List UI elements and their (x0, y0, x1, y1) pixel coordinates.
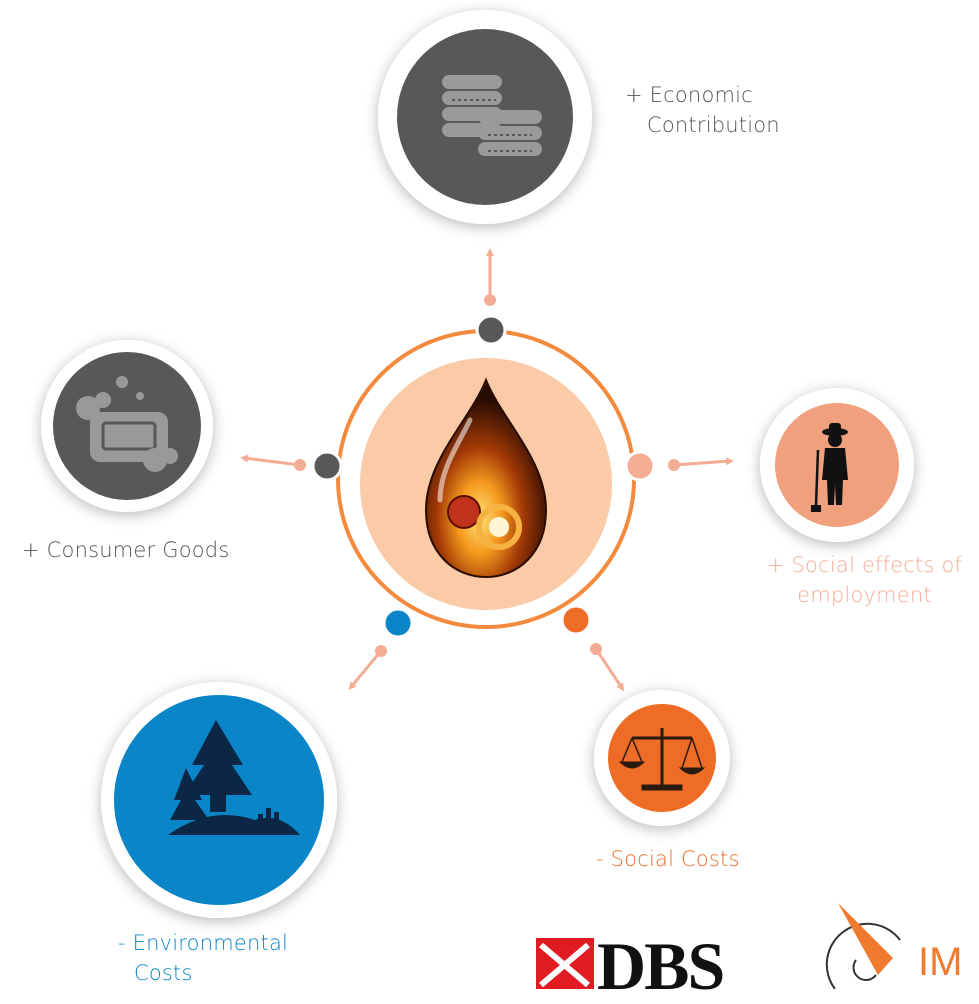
consumer-label: + Consumer Goods (22, 538, 230, 562)
economic-label: + Economic Contribution (625, 80, 780, 140)
employment-label-line2: employment (797, 583, 932, 607)
ring-dot-economic (475, 314, 507, 346)
farmer-icon (811, 423, 848, 512)
ring-dot-employment (624, 450, 656, 482)
ring-dot-consumer (311, 450, 343, 482)
impact-logo (825, 903, 901, 989)
social-costs-label: - Social Costs (596, 847, 740, 871)
environmental-node (101, 682, 337, 918)
palm-oil-drop-icon (424, 377, 548, 579)
employment-node (760, 388, 914, 542)
dbs-logo (536, 938, 594, 989)
employment-label-line1: + Social effects of (766, 553, 963, 577)
environmental-label: - Environmental Costs (118, 928, 288, 988)
forest-icon (168, 720, 300, 835)
economic-node (378, 10, 592, 224)
ring-dot-environment (382, 607, 414, 639)
impact-logo-text: IM (918, 940, 963, 984)
dbs-logo-text: DBS (597, 928, 725, 1004)
economic-label-line1: + Economic (625, 83, 753, 107)
environmental-label-line2: Costs (134, 961, 193, 985)
soap-icon (76, 376, 178, 472)
coins-icon (442, 75, 542, 156)
social-costs-node (594, 690, 730, 826)
ring-dot-social-costs (560, 604, 592, 636)
consumer-node (41, 340, 213, 512)
employment-label: + Social effects of employment (750, 550, 979, 610)
scales-icon (618, 728, 706, 791)
environmental-label-line1: - Environmental (118, 931, 289, 955)
economic-label-line2: Contribution (647, 113, 780, 137)
arrows (240, 248, 734, 692)
